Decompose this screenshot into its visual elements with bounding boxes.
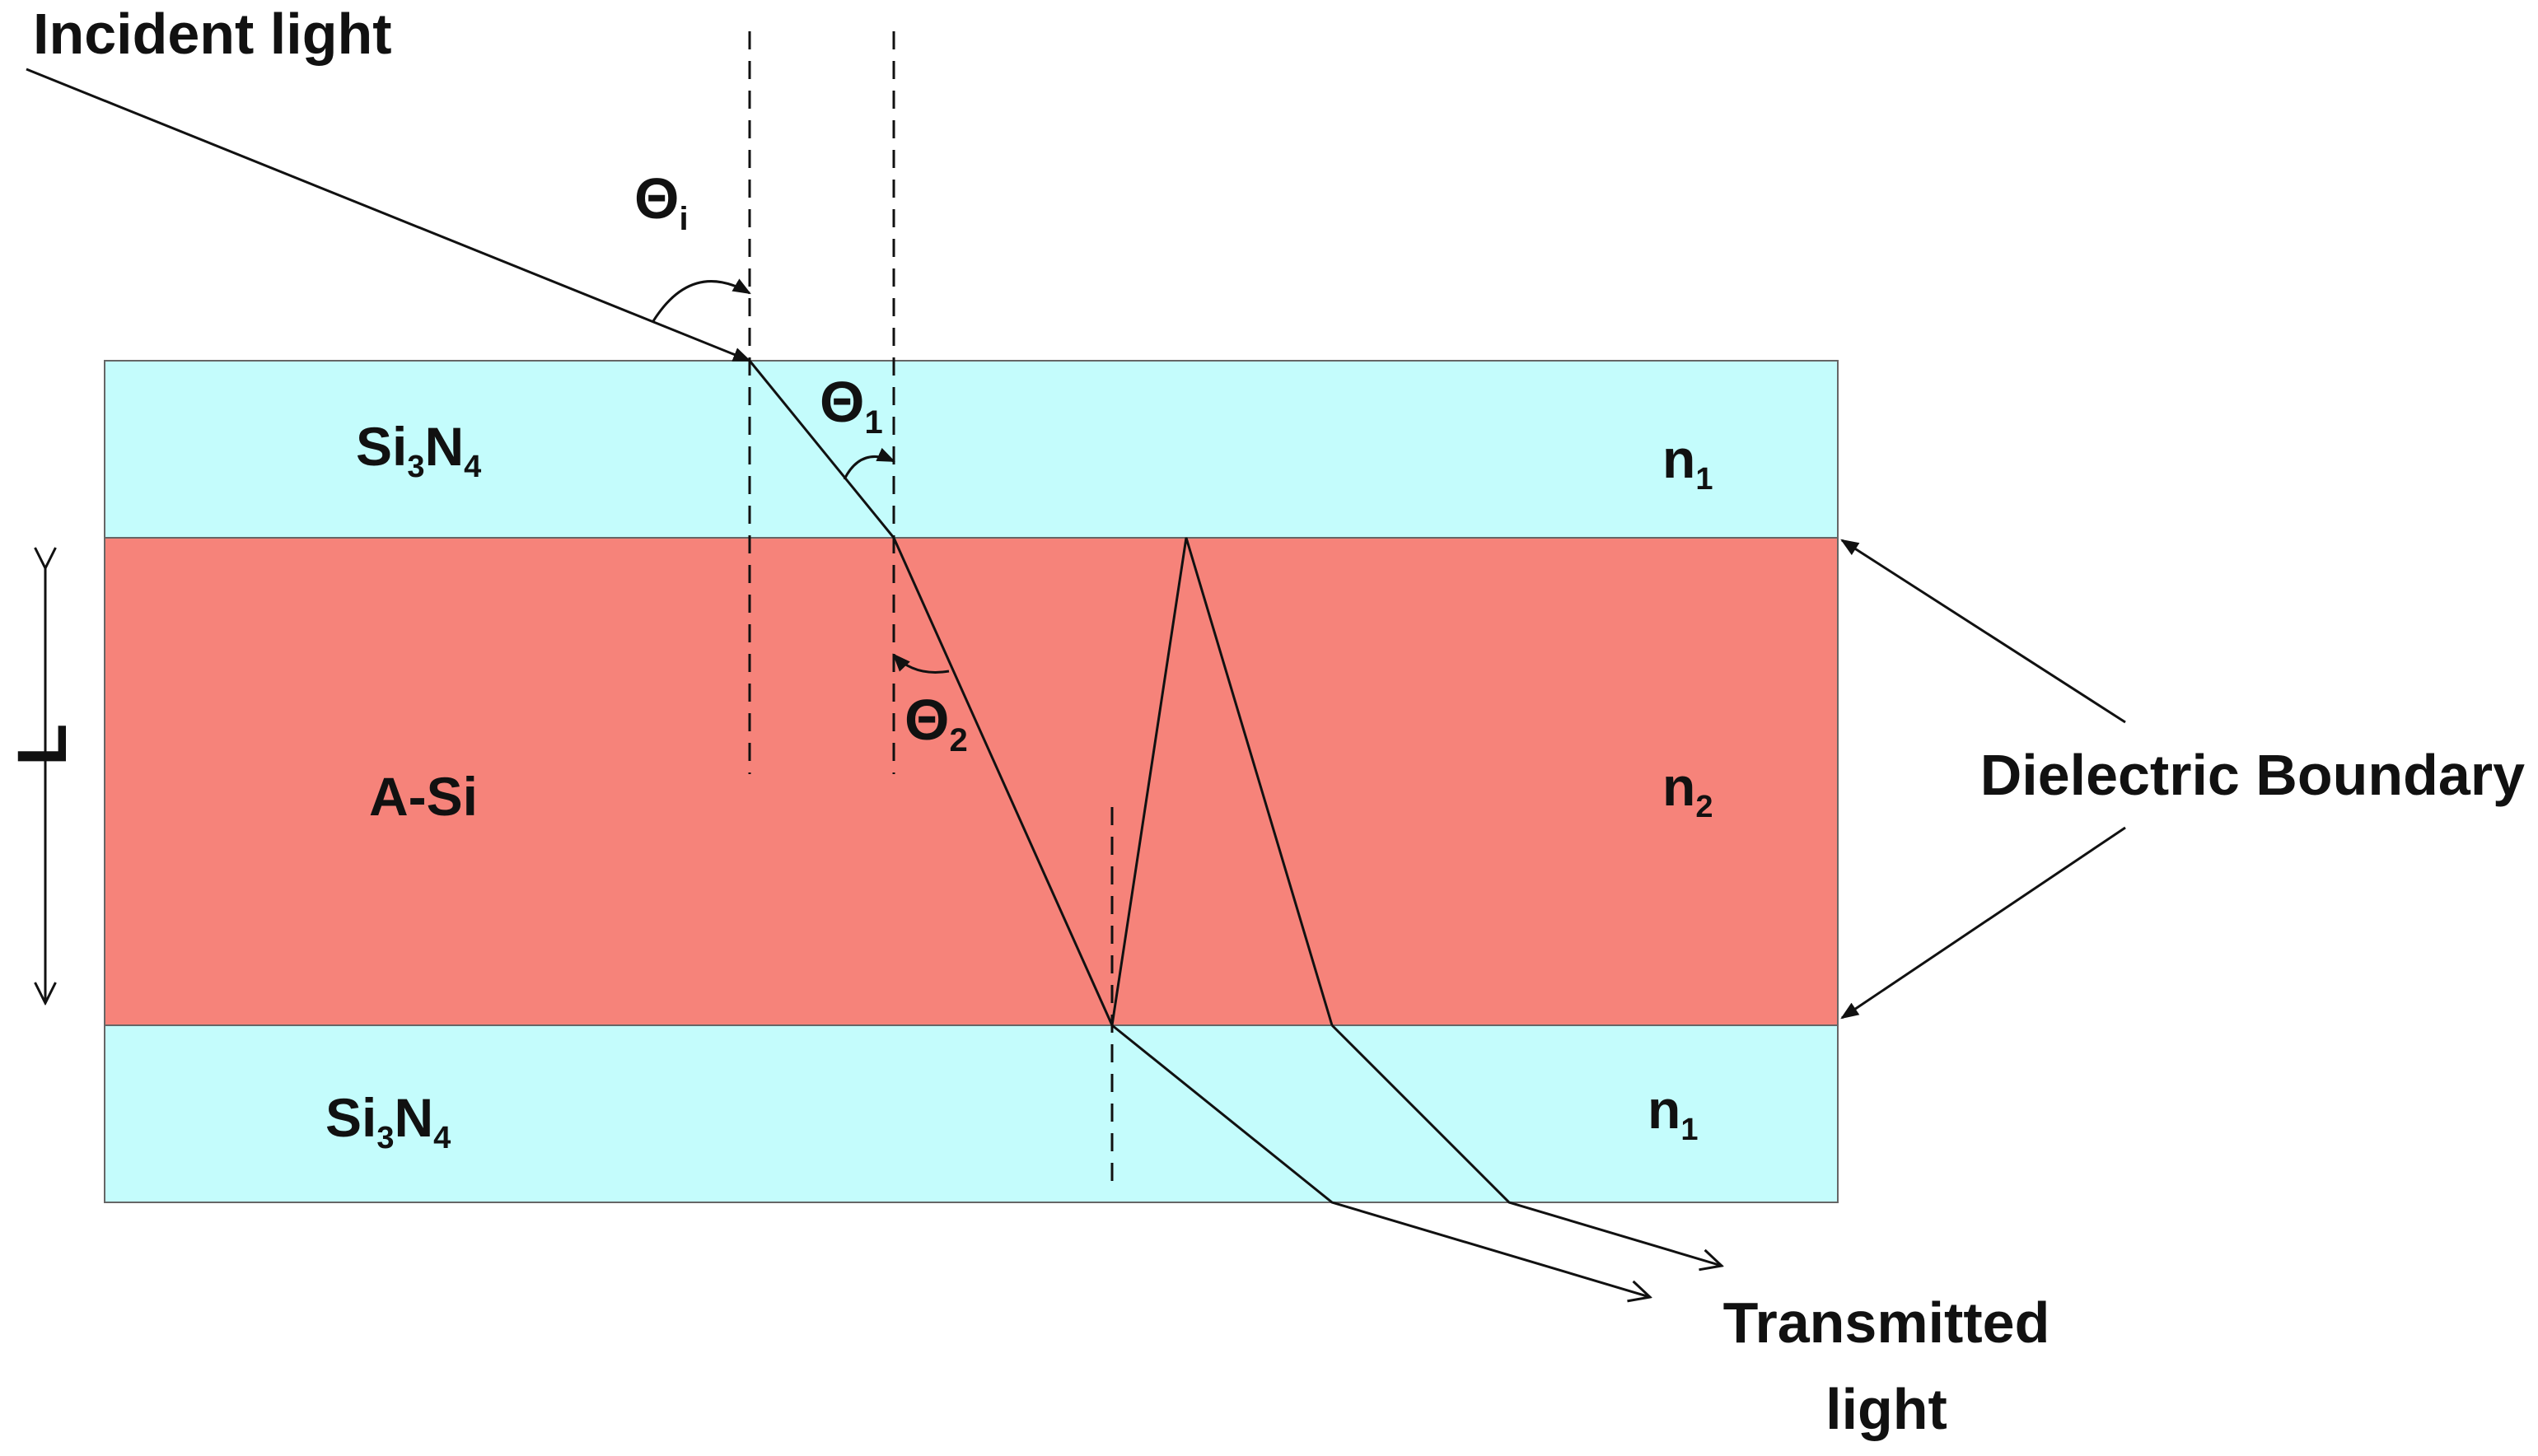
n-top-label: n1	[1662, 428, 1713, 497]
boundary-pointer-bottom	[1840, 826, 2126, 1020]
core-layer	[104, 537, 1839, 1026]
boundary-pointer-top	[1840, 539, 2126, 724]
incident-light-label: Incident light	[33, 2, 392, 66]
middle-layer-material-label: A-Si	[369, 766, 478, 827]
guided-ray-core	[892, 537, 1334, 1030]
n-middle-label: n2	[1662, 756, 1713, 824]
angle-arc-theta-1	[843, 447, 896, 480]
dielectric-boundary-label: Dielectric Boundary	[1980, 743, 2525, 807]
theta-1-label: Θ1	[820, 370, 883, 441]
bottom-layer-material-label: Si3N4	[325, 1087, 451, 1155]
transmitted-light-label-line2: light	[1825, 1377, 1947, 1441]
incident-ray	[26, 68, 752, 362]
n-bottom-label: n1	[1648, 1079, 1698, 1147]
top-cladding-layer	[104, 360, 1839, 539]
angle-arc-theta-2	[892, 653, 950, 674]
top-layer-material-label: Si3N4	[356, 416, 481, 484]
refracted-ray-cladding	[748, 360, 895, 539]
transmitted-ray-1	[1111, 1024, 1650, 1297]
theta-i-label: Θi	[634, 166, 689, 237]
angle-arc-theta-i	[652, 278, 751, 322]
transmitted-ray-2	[1330, 1024, 1722, 1266]
transmitted-light-label-line1: Transmitted	[1723, 1290, 2050, 1355]
thickness-label: L	[3, 724, 81, 766]
bottom-cladding-layer	[104, 1024, 1839, 1203]
theta-2-label: Θ2	[904, 688, 968, 758]
